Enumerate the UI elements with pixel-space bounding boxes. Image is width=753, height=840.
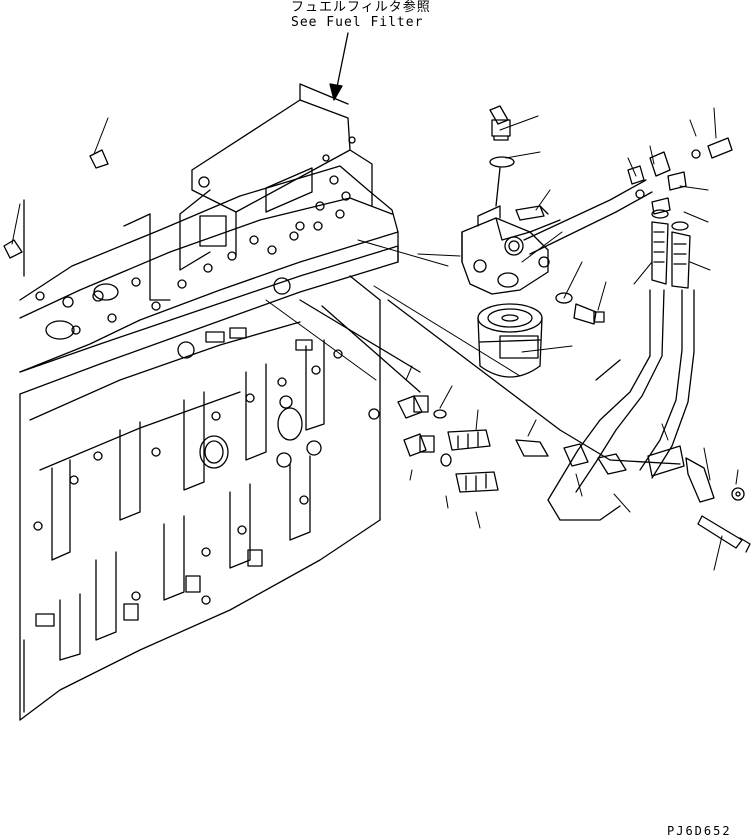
head-mounted-bracket: [123, 83, 373, 301]
head-bolts: [35, 209, 345, 359]
block-ribs: [51, 339, 325, 661]
engine-block: [19, 165, 399, 721]
fuel-pipes: [299, 179, 695, 521]
fuel-filter-cartridge: [477, 303, 543, 378]
leader-lines: [11, 107, 739, 571]
pipe-connectors: [397, 395, 452, 467]
reference-arrow: [329, 32, 349, 101]
cover-bolts: [3, 149, 109, 259]
clamps-and-bolts: [515, 439, 751, 553]
drawing-code: PJ6D652: [667, 824, 732, 838]
fuel-filter-reference-english: See Fuel Filter: [291, 15, 424, 30]
filter-head-bolt: [515, 205, 549, 221]
sensor-fitting: [555, 292, 605, 325]
fuel-filter-reference-japanese: フュエルフィルタ参照: [291, 0, 431, 15]
bleeder-plug: [489, 105, 515, 207]
banjo-fittings: [627, 137, 733, 199]
fuel-hoses: [651, 197, 691, 289]
lower-hoses: [447, 429, 685, 493]
fuel-filter-head: [461, 205, 561, 295]
